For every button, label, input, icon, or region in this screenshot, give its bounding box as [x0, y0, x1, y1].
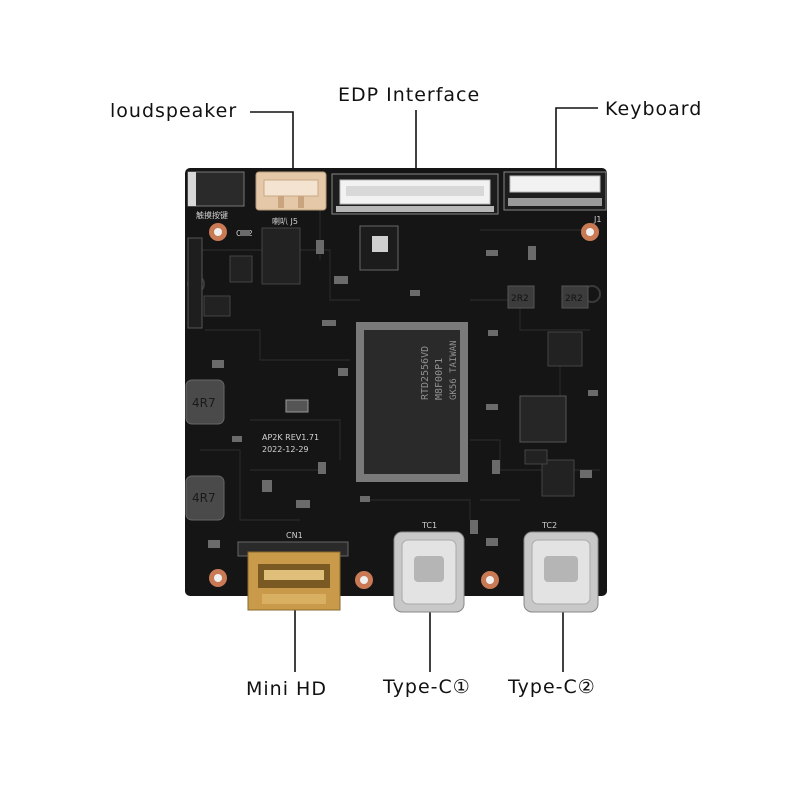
- type-c1-label: Type-C①: [383, 676, 471, 698]
- mounting-hole: [214, 228, 222, 236]
- keyboard-leader: [555, 107, 598, 170]
- inductor-2r2-right-label: 2R2: [565, 294, 583, 304]
- type-c2-connector: [523, 531, 599, 613]
- type-c1-connector: [393, 531, 465, 613]
- silk-j1: J1: [593, 215, 601, 224]
- loudspeaker-leader: [250, 111, 294, 172]
- mounting-hole: [360, 576, 368, 584]
- chip-line-3: GK56 TAIWAN: [449, 340, 459, 400]
- crystal: [285, 399, 309, 413]
- chip-line-2: M8F00P1: [434, 358, 445, 400]
- ic-chip: [541, 459, 575, 497]
- mounting-hole: [586, 228, 594, 236]
- mini-hd-connector: [237, 541, 349, 611]
- type-c2-label: Type-C②: [508, 676, 596, 698]
- silk-tc1: TC1: [421, 521, 437, 530]
- inductor-2r2-right: [561, 285, 589, 309]
- mounting-holes: [187, 223, 601, 589]
- inductor-label-bottom: 4R7: [192, 491, 216, 505]
- regulator-tab: [372, 236, 388, 252]
- leader-lines: [250, 107, 598, 672]
- ic-chip: [519, 395, 567, 443]
- silk-date: 2022-12-29: [262, 445, 309, 454]
- inductor-2r2-left-label: 2R2: [511, 294, 529, 304]
- mounting-hole: [214, 574, 222, 582]
- smd-components: [208, 230, 598, 548]
- inductor-2r2-left: [507, 285, 535, 309]
- tact-switch: [187, 171, 245, 207]
- silk-cn1: CN1: [286, 531, 303, 540]
- cn2-header: [187, 237, 203, 329]
- chip-line-1: RTD2556VD: [420, 346, 431, 400]
- edp-connector: [331, 173, 499, 215]
- edp-interface-label: EDP Interface: [338, 84, 481, 106]
- mini-hd-label: Mini HD: [246, 678, 327, 700]
- mounting-hole: [486, 576, 494, 584]
- ic-chip: [229, 255, 253, 283]
- ic-chip: [547, 331, 583, 367]
- inductor-4r7-bottom: [185, 475, 225, 521]
- tact-switch-pin: [188, 172, 196, 206]
- silk-tc2: TC2: [541, 521, 557, 530]
- inductor-4r7-top: [185, 379, 225, 425]
- loudspeaker-label: loudspeaker: [110, 100, 238, 122]
- ic-chip: [524, 449, 548, 465]
- ic-chip: [203, 295, 231, 317]
- inductor-label-top: 4R7: [192, 396, 216, 410]
- keyboard-connector: [503, 171, 607, 211]
- silk-j5: 喇叭 J5: [272, 216, 298, 226]
- ic-chip: [261, 227, 301, 285]
- silk-rev: AP2K REV1.71: [262, 433, 319, 442]
- main-chip: [356, 322, 468, 482]
- loudspeaker-connector: [255, 171, 327, 211]
- keyboard-label: Keyboard: [605, 98, 703, 120]
- silk-touch: 触摸按键: [196, 210, 228, 220]
